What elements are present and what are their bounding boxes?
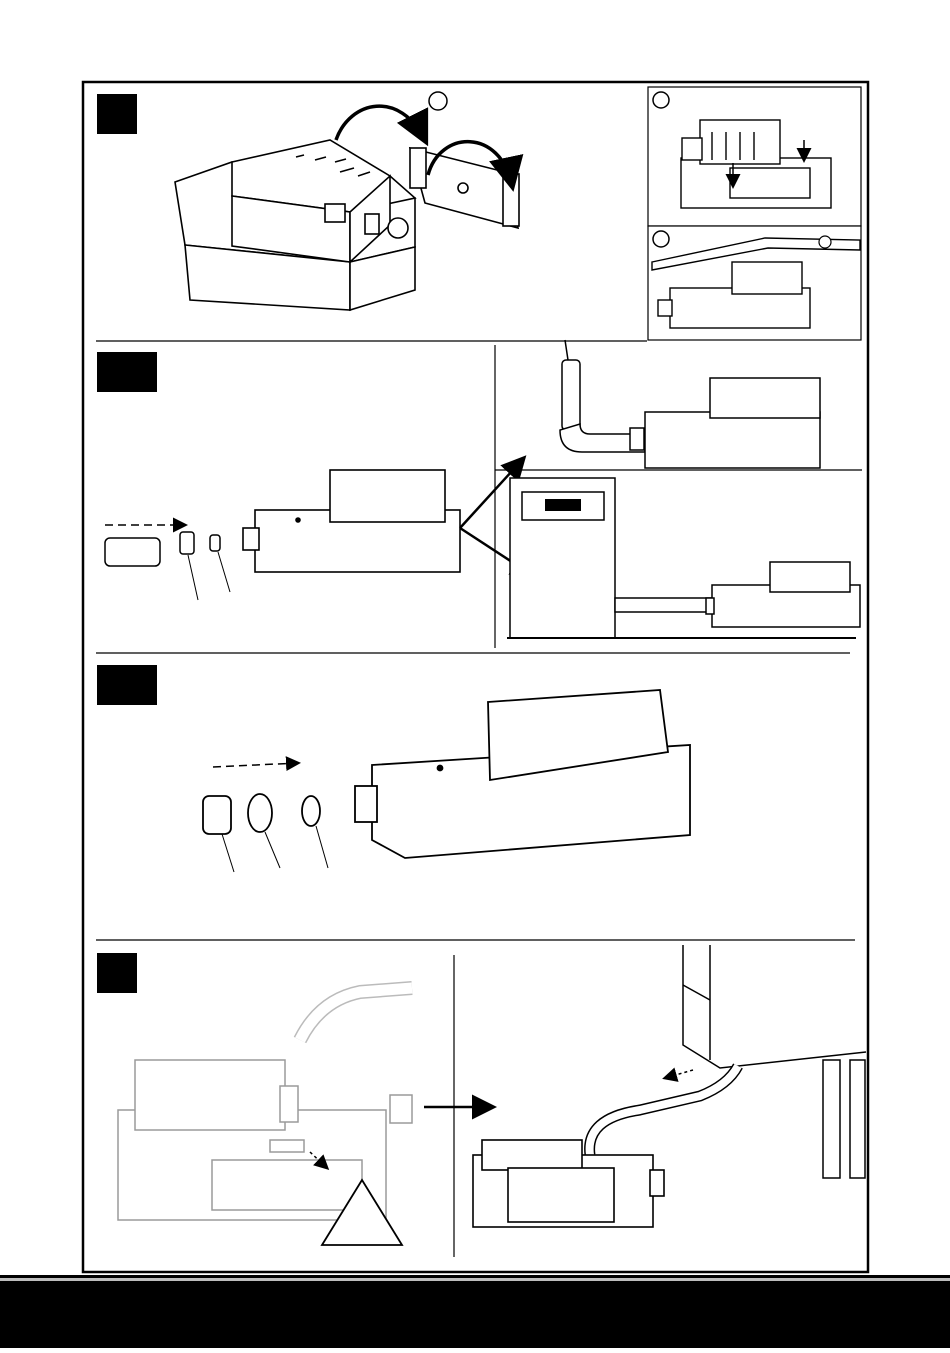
pump-unit-illustration [355,690,690,858]
panel-4 [97,945,866,1257]
step-badge-4 [97,953,137,993]
tube-illustration [105,538,160,566]
panel-2 [96,340,862,653]
circle-marker [653,231,669,247]
seal-ring-illustration [210,535,220,551]
step-badge-2 [97,352,157,392]
rotate-arrow [336,106,425,140]
pump-unit-illustration [706,562,860,627]
appliance-illustration [683,945,866,1178]
pump-unit-illustration [645,378,820,468]
nut-illustration [203,796,231,834]
footer-line [0,1278,950,1281]
panel-1 [96,87,861,341]
pump-unit-illustration [118,988,412,1220]
dashed-arrow [213,763,298,767]
drain-pipe-illustration [560,340,645,452]
nut-illustration [180,532,194,554]
panel-3 [96,665,855,940]
pump-unit-illustration [243,470,460,572]
dashed-arrow [665,1070,693,1078]
pump-unit-illustration [473,1140,664,1227]
pipe-illustration [615,598,715,612]
step-badge-1 [97,94,137,134]
step-badge-3 [97,665,157,705]
pump-unit-illustration [175,140,415,310]
seal-ring-illustration [302,796,320,826]
seal-ring-illustration [248,794,272,832]
circle-marker [429,92,447,110]
circle-marker [653,92,669,108]
footer-band [0,1275,950,1348]
drain-hose-illustration [590,1066,738,1155]
